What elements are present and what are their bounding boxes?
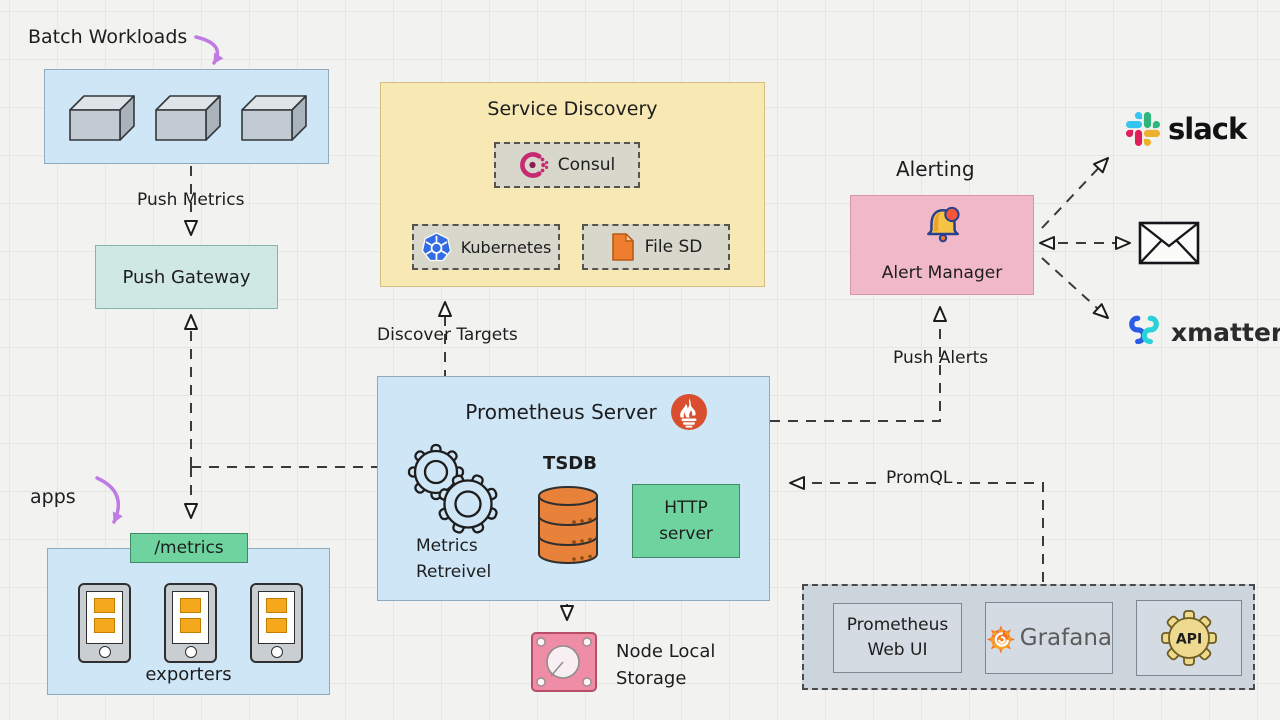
push-metrics-label: Push Metrics <box>137 190 245 210</box>
batch-workloads-box <box>44 69 329 164</box>
apps-label: apps <box>30 486 76 508</box>
slack-logo: slack <box>1126 112 1247 146</box>
exporters-label: exporters <box>145 664 232 685</box>
push-gateway-box: Push Gateway <box>95 245 278 309</box>
clients-box: Prometheus Web UI Grafana <box>802 584 1255 690</box>
wire-prometheus-to-alertmanager <box>770 306 947 422</box>
metrics-retrieval-label: Metrics Retreivel <box>416 536 492 583</box>
http-server-box: HTTP server <box>632 484 740 558</box>
promql-label: PromQL <box>886 468 953 488</box>
alert-manager-label: Alert Manager <box>881 263 1003 283</box>
xmatters-icon <box>1129 315 1159 345</box>
prometheus-web-ui-label: Prometheus Web UI <box>846 614 949 661</box>
metrics-endpoint-label: /metrics <box>154 538 224 558</box>
alert-bell-icon <box>927 206 960 243</box>
api-box: API <box>1136 600 1242 676</box>
exporter-device-icon <box>78 583 131 663</box>
cubes-icon <box>69 95 307 141</box>
http-server-label: HTTP server <box>659 497 713 544</box>
service-discovery-title: Service Discovery <box>487 98 658 120</box>
pointer-arrow-batch <box>194 35 224 65</box>
gears-icon <box>407 443 498 534</box>
alerting-label: Alerting <box>896 157 975 181</box>
prometheus-icon <box>670 394 707 430</box>
consul-item: Consul <box>494 142 640 188</box>
grafana-icon <box>986 624 1015 653</box>
wire-clients-promql-elbow <box>957 482 1044 582</box>
batch-workloads-label: Batch Workloads <box>28 26 188 48</box>
exporter-device-icon <box>250 583 303 663</box>
wire-alertmanager-to-slack <box>1041 157 1109 229</box>
push-alerts-label: Push Alerts <box>893 348 989 368</box>
metrics-endpoint-tab: /metrics <box>130 533 248 563</box>
kubernetes-icon <box>421 231 451 261</box>
email-icon <box>1138 221 1200 265</box>
tsdb-database-icon <box>538 486 598 564</box>
file-icon <box>611 233 634 261</box>
kubernetes-label: Kubernetes <box>460 237 552 257</box>
tsdb-label: TSDB <box>543 453 597 474</box>
prometheus-server-title: Prometheus Server <box>465 400 657 424</box>
api-gear-icon: API <box>1161 610 1217 666</box>
file-sd-label: File SD <box>644 237 703 257</box>
xmatters-wordmark: xmatters <box>1171 317 1280 347</box>
discover-targets-label: Discover Targets <box>377 325 518 345</box>
node-local-storage-icon <box>531 632 597 692</box>
consul-icon <box>519 152 548 178</box>
pointer-arrow-apps <box>95 476 123 524</box>
kubernetes-item: Kubernetes <box>412 224 560 270</box>
grafana-label: Grafana <box>1019 625 1112 651</box>
xmatters-logo: xmatters <box>1124 312 1280 352</box>
push-gateway-label: Push Gateway <box>122 266 251 288</box>
prometheus-web-ui-box: Prometheus Web UI <box>833 603 962 673</box>
exporters-box: exporters <box>47 548 330 695</box>
api-label: API <box>1176 632 1202 648</box>
file-sd-item: File SD <box>582 224 730 270</box>
consul-label: Consul <box>557 155 616 175</box>
slack-wordmark: slack <box>1168 112 1247 146</box>
slack-icon <box>1126 112 1160 146</box>
node-local-storage-label: Node Local Storage <box>616 641 716 689</box>
wire-alertmanager-to-xmatters <box>1041 257 1109 319</box>
exporter-device-icon <box>164 583 217 663</box>
grafana-box: Grafana <box>985 602 1113 674</box>
prometheus-server-box: Prometheus Server <box>377 376 770 601</box>
alert-manager-box: Alert Manager <box>850 195 1034 295</box>
